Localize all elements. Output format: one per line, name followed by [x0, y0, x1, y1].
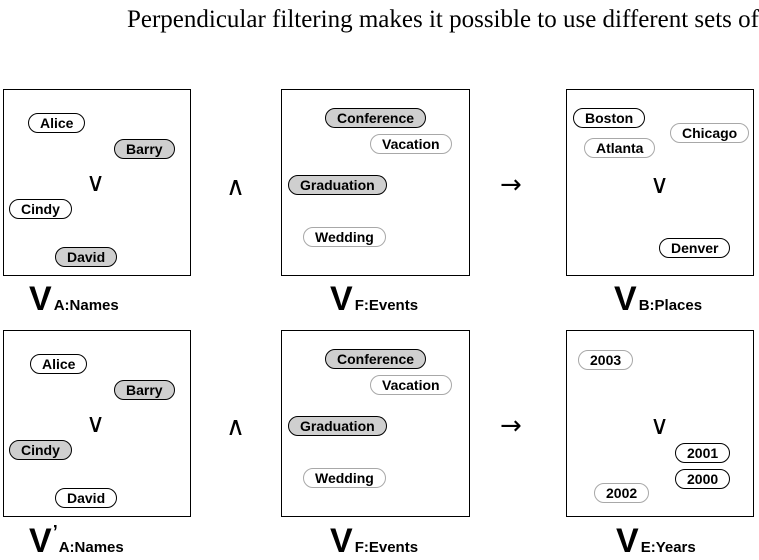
item-2000: 2000 — [675, 469, 731, 489]
box-names-row2: Alice Barry ∨ Cindy David — [3, 330, 191, 517]
item-david: David — [55, 488, 118, 508]
or-symbol: ∨ — [86, 168, 106, 198]
item-vacation: Vacation — [370, 375, 452, 395]
item-alice: Alice — [30, 354, 88, 374]
or-symbol: ∨ — [650, 411, 670, 441]
implies-symbol-row2: → — [500, 411, 522, 441]
box-years-row2: 2003 ∨ 2001 2000 2002 — [566, 330, 754, 517]
and-symbol-row1: ∧ — [226, 172, 246, 202]
and-symbol-row2: ∧ — [226, 412, 246, 442]
item-barry: Barry — [114, 139, 175, 159]
item-alice: Alice — [28, 113, 86, 133]
item-boston: Boston — [573, 108, 646, 128]
item-2003: 2003 — [578, 350, 634, 370]
item-conference: Conference — [325, 349, 427, 369]
item-wedding: Wedding — [303, 468, 386, 488]
item-wedding: Wedding — [303, 227, 386, 247]
implies-symbol-row1: → — [500, 170, 522, 200]
box-names-row1: Alice Barry ∨ Cindy David — [3, 89, 191, 276]
item-2002: 2002 — [594, 483, 650, 503]
item-cindy: Cindy — [9, 440, 72, 460]
or-symbol: ∨ — [86, 409, 106, 439]
box-places-row1: Boston Chicago Atlanta ∨ Denver — [566, 89, 754, 276]
item-barry: Barry — [114, 380, 175, 400]
item-david: David — [55, 247, 118, 267]
item-graduation: Graduation — [288, 416, 387, 436]
item-denver: Denver — [659, 238, 731, 258]
item-chicago: Chicago — [670, 123, 750, 143]
item-vacation: Vacation — [370, 134, 452, 154]
or-symbol: ∨ — [650, 170, 670, 200]
box-events-row1: Conference Vacation Graduation Wedding — [281, 89, 470, 276]
item-2001: 2001 — [675, 443, 731, 463]
item-cindy: Cindy — [9, 199, 72, 219]
box-events-row2: Conference Vacation Graduation Wedding — [281, 330, 470, 517]
label-va-prime-names: V’A:Names — [29, 522, 124, 560]
item-atlanta: Atlanta — [584, 138, 656, 158]
intro-text: Perpendicular filtering makes it possibl… — [126, 6, 759, 33]
item-graduation: Graduation — [288, 175, 387, 195]
item-conference: Conference — [325, 108, 427, 128]
